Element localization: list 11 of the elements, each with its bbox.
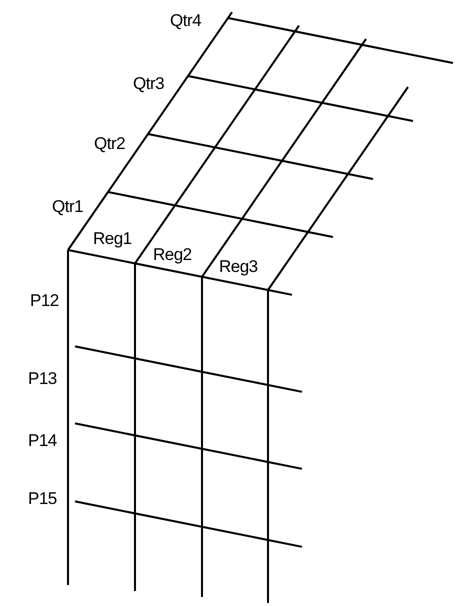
period-label: P13 xyxy=(28,370,57,387)
region-label: Reg3 xyxy=(219,258,258,275)
quarter-label: Qtr4 xyxy=(170,12,202,29)
quarter-label: Qtr1 xyxy=(52,198,84,215)
region-label: Reg2 xyxy=(153,246,192,263)
region-label: Reg1 xyxy=(93,230,132,247)
period-label: P14 xyxy=(28,432,57,449)
quarter-label: Qtr2 xyxy=(94,135,126,152)
quarter-label: Qtr3 xyxy=(133,75,164,92)
period-label: P15 xyxy=(28,490,57,507)
period-label: P12 xyxy=(30,292,59,309)
